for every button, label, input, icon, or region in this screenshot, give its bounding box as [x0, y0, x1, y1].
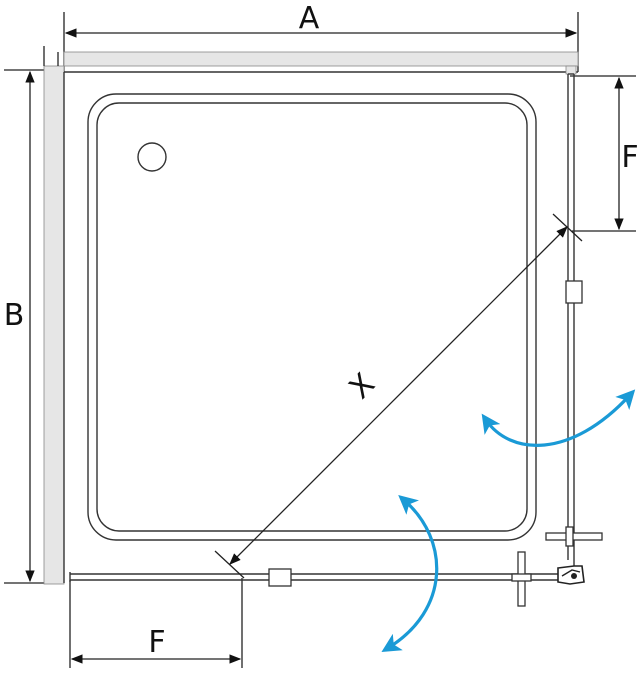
- handle-bottom: [511, 551, 532, 607]
- dimension-f-right-label: F: [621, 140, 638, 175]
- dimension-f-bottom-label: F: [148, 625, 165, 660]
- swing-arrow-icon: [381, 494, 439, 653]
- wall-frame: [43, 46, 579, 585]
- hinge-right: [565, 280, 583, 304]
- door-hardware: [268, 280, 603, 607]
- hinge-bottom: [268, 568, 292, 587]
- shower-tray: [87, 93, 537, 541]
- swing-arrows: [381, 389, 636, 653]
- drain-icon: [137, 142, 167, 172]
- dimension-f-bottom: F: [69, 578, 243, 668]
- dimension-a-label: A: [299, 1, 320, 36]
- dimension-b-label: B: [4, 298, 25, 333]
- dimension-a: A: [63, 1, 579, 72]
- corner-profile: [557, 565, 585, 585]
- dimension-x-label: X: [343, 367, 382, 406]
- dimension-f-right: F: [570, 75, 639, 232]
- glass-panels: [69, 65, 577, 582]
- swing-arrow-icon: [481, 389, 636, 447]
